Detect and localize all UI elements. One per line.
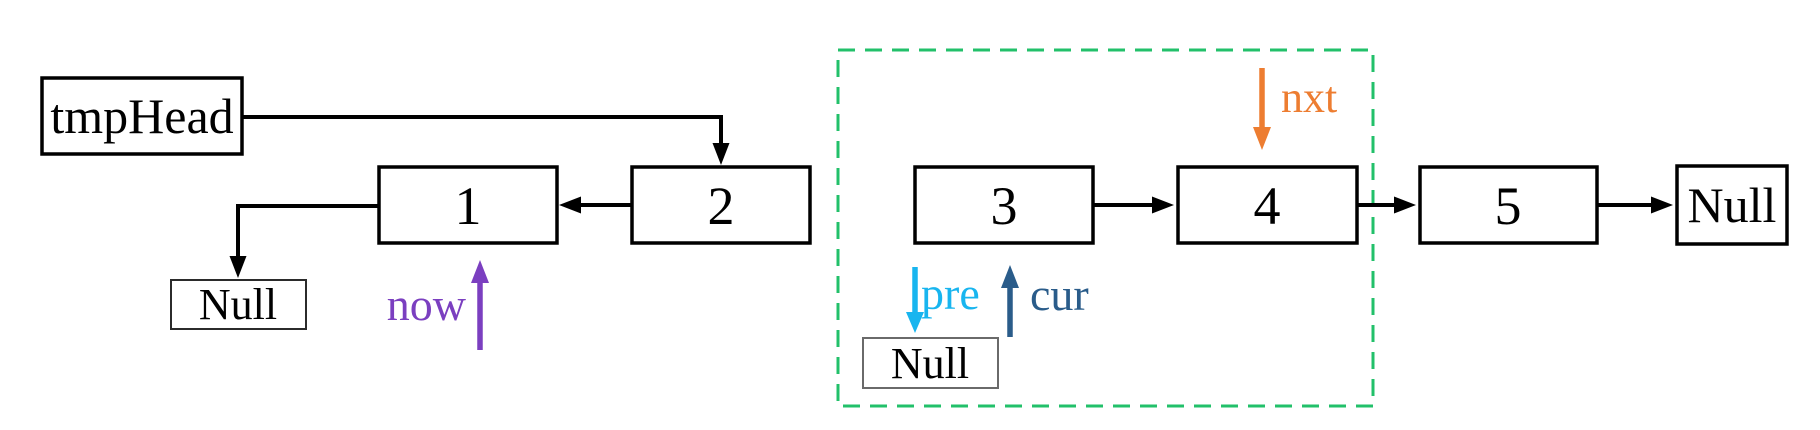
tmphead-label: tmpHead [50, 88, 233, 144]
cur-pointer-label: cur [1030, 269, 1089, 320]
arrowhead-node3-to-node4 [1152, 196, 1174, 214]
arrowhead-node2-to-node1 [559, 196, 581, 214]
null-mid-label: Null [891, 339, 969, 388]
node-2-box [630, 165, 812, 245]
cur-pointer-arrowhead [1001, 265, 1019, 288]
highlight-region [836, 48, 1375, 408]
nxt-pointer-arrowhead [1253, 127, 1271, 150]
arrowhead-node4-to-node5 [1394, 196, 1416, 214]
now-pointer-label: now [387, 279, 467, 330]
arrowhead-tmphead-to-node2 [712, 143, 730, 165]
node-5-box [1418, 165, 1599, 245]
node-4-label: 4 [1254, 176, 1281, 236]
node-4-box [1176, 165, 1359, 245]
null-left-label: Null [199, 280, 277, 329]
arrow-tmphead-to-node2 [242, 115, 723, 144]
node-2-label: 2 [708, 176, 735, 236]
pre-pointer-label: pre [921, 268, 980, 319]
now-pointer-arrowhead [471, 260, 489, 283]
node-1-box [377, 165, 559, 245]
pre-pointer-arrowhead [906, 312, 924, 333]
arrowhead-node5-to-null [1651, 196, 1673, 214]
tmphead-box [40, 76, 244, 156]
node-1-label: 1 [455, 176, 482, 236]
arrow-node1-to-null [236, 204, 379, 256]
null-right-box [1675, 164, 1789, 246]
node-3-label: 3 [991, 176, 1018, 236]
node-3-box [913, 165, 1095, 245]
null-left-box [170, 279, 307, 330]
null-right-label: Null [1688, 177, 1777, 233]
nxt-pointer-label: nxt [1281, 73, 1337, 122]
node-5-label: 5 [1495, 176, 1522, 236]
null-mid-box [862, 337, 999, 389]
arrowhead-node1-to-null [229, 256, 247, 278]
